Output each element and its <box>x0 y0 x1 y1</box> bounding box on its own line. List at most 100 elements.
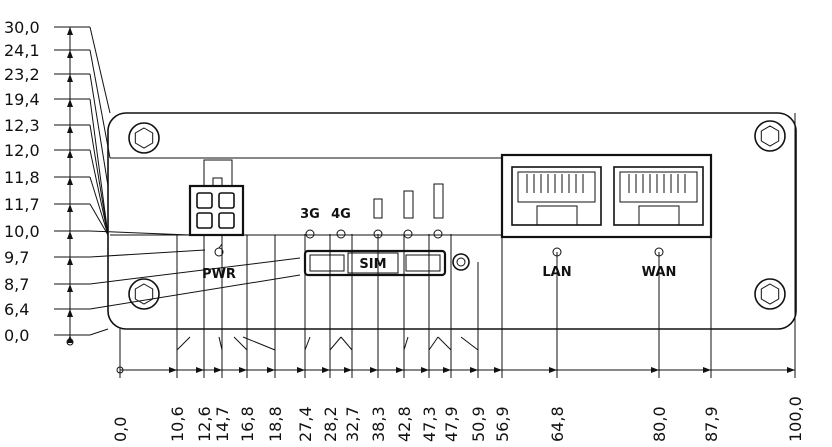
4g-label: 4G <box>331 207 351 222</box>
horizontal-dim-arrow <box>470 367 478 373</box>
dim-jog <box>403 336 409 351</box>
vertical-dim-label: 30,0 <box>4 18 40 37</box>
horizontal-dim-label: 50,9 <box>469 406 488 442</box>
horizontal-dim-arrow <box>443 367 451 373</box>
vertical-dim-extension <box>89 249 206 258</box>
dim-jog <box>176 336 191 351</box>
horizontal-dim-label: 87,9 <box>702 406 721 442</box>
vertical-dim-extension <box>89 149 109 236</box>
horizontal-dim-arrow <box>169 367 177 373</box>
dim-jog <box>242 336 276 351</box>
power-connector-icon <box>188 159 245 237</box>
vertical-dim-arrow <box>67 284 73 292</box>
vertical-dim-arrow <box>67 150 73 158</box>
vertical-dim-label: 8,7 <box>4 275 29 294</box>
dim-jog <box>428 336 439 351</box>
vertical-dim-extension <box>89 230 191 236</box>
horizontal-dim-arrow <box>239 367 247 373</box>
dim-jog <box>437 336 452 351</box>
led-icon <box>433 229 443 239</box>
horizontal-dim-arrow <box>196 367 204 373</box>
horizontal-dim-label: 38,3 <box>369 406 388 442</box>
dim-jog <box>304 336 311 351</box>
ethernet-ports-housing <box>500 153 713 239</box>
vertical-dim-label: 10,0 <box>4 222 40 241</box>
horizontal-dim-label: 47,9 <box>442 406 461 442</box>
horizontal-dim-label: 10,6 <box>168 406 187 442</box>
horizontal-dim-label: 47,3 <box>420 406 439 442</box>
vertical-dim-extension <box>89 49 111 159</box>
horizontal-dim-arrow <box>214 367 222 373</box>
vertical-dim-label: 6,4 <box>4 300 29 319</box>
vertical-dim-arrow <box>67 257 73 265</box>
horizontal-dim-label: 14,7 <box>213 406 232 442</box>
horizontal-dim-label: 32,7 <box>343 406 362 442</box>
horizontal-dim-arrow <box>549 367 557 373</box>
vertical-dim-extension <box>89 274 301 310</box>
vertical-dimensions: 30,024,123,219,412,312,011,811,710,09,78… <box>4 18 502 346</box>
rj45-port-icon <box>613 166 704 226</box>
screw-icon <box>128 278 160 310</box>
vertical-dim-arrow <box>67 204 73 212</box>
horizontal-dim-arrow <box>703 367 711 373</box>
dim-jog <box>460 336 479 351</box>
vertical-dim-arrow <box>67 27 73 35</box>
led-icon <box>305 229 315 239</box>
vertical-dim-arrow <box>67 50 73 58</box>
horizontal-dim-arrow <box>421 367 429 373</box>
horizontal-dim-arrow <box>297 367 305 373</box>
signal-bar-icon <box>403 190 414 219</box>
led-icon <box>403 229 413 239</box>
vertical-dim-label: 12,3 <box>4 116 40 135</box>
vertical-dim-label: 23,2 <box>4 65 40 84</box>
screw-icon <box>754 120 786 152</box>
3g-label: 3G <box>300 207 320 222</box>
sim-label: SIM <box>359 257 386 272</box>
horizontal-dim-label: 16,8 <box>238 406 257 442</box>
dim-jog <box>329 336 342 351</box>
vertical-dim-arrow <box>67 231 73 239</box>
reset-button-icon <box>452 253 470 271</box>
horizontal-dim-arrow <box>267 367 275 373</box>
horizontal-dim-arrow <box>651 367 659 373</box>
vertical-dim-extension <box>89 257 301 285</box>
vertical-dim-label: 11,8 <box>4 168 40 187</box>
vertical-dim-extension <box>89 26 111 114</box>
vertical-dim-extension <box>89 124 109 236</box>
signal-bar-icon <box>433 183 444 219</box>
horizontal-dim-arrow <box>322 367 330 373</box>
horizontal-dim-label: 28,2 <box>321 406 340 442</box>
vertical-dim-arrow <box>67 309 73 317</box>
vertical-dim-label: 24,1 <box>4 41 40 60</box>
vertical-dim-extension <box>89 73 109 187</box>
horizontal-dim-label: 18,8 <box>266 406 285 442</box>
dim-jog <box>233 336 248 351</box>
vertical-dim-label: 12,0 <box>4 141 40 160</box>
vertical-dim-label: 0,0 <box>4 326 29 345</box>
horizontal-dim-arrow <box>396 367 404 373</box>
vertical-dim-arrow <box>67 125 73 133</box>
vertical-dim-extension <box>89 176 109 236</box>
horizontal-dim-label: 64,8 <box>548 406 567 442</box>
horizontal-dim-label: 0,0 <box>111 417 130 442</box>
horizontal-dim-label: 100,0 <box>786 396 805 442</box>
vertical-dim-arrow <box>67 74 73 82</box>
horizontal-dim-arrow <box>344 367 352 373</box>
vertical-dim-arrow <box>67 99 73 107</box>
horizontal-dim-label: 80,0 <box>650 406 669 442</box>
horizontal-dim-label: 12,6 <box>195 406 214 442</box>
horizontal-dim-label: 42,8 <box>395 406 414 442</box>
vertical-dim-extension <box>89 98 109 236</box>
vertical-dim-label: 19,4 <box>4 90 40 109</box>
vertical-dim-extension <box>89 328 109 336</box>
horizontal-dim-arrow <box>370 367 378 373</box>
device-front-panel <box>107 112 797 330</box>
horizontal-dim-label: 27,4 <box>296 406 315 442</box>
screw-icon <box>128 122 160 154</box>
pwr-label: PWR <box>202 267 236 282</box>
vertical-dim-arrow <box>67 335 73 343</box>
vertical-dim-label: 11,7 <box>4 195 40 214</box>
rj45-port-icon <box>511 166 602 226</box>
horizontal-dim-arrow <box>787 367 795 373</box>
